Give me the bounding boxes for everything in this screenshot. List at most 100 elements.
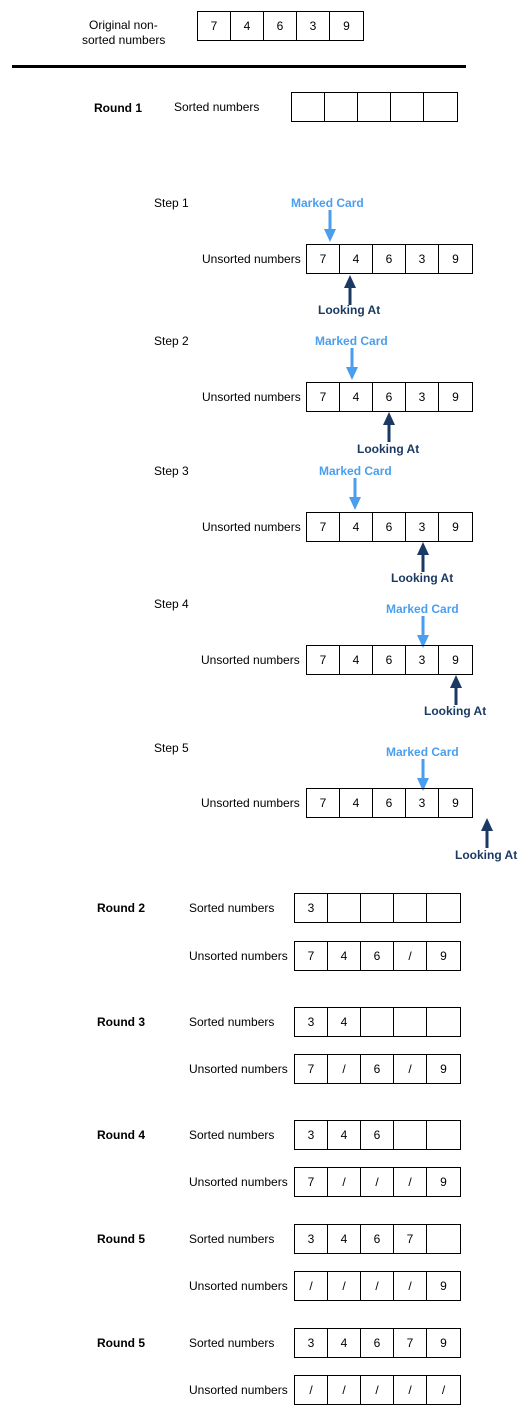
step-2-label: Step 2 <box>154 334 189 348</box>
step-2-marked-arrow-icon <box>346 348 358 380</box>
number-cell: 7 <box>307 789 340 817</box>
step-5-unsorted-row: 7 4 6 3 9 <box>306 788 473 818</box>
number-cell: 7 <box>295 1055 328 1083</box>
number-cell: 6 <box>264 12 297 40</box>
number-cell: / <box>394 1168 427 1196</box>
step-4-unsorted-label: Unsorted numbers <box>201 653 300 667</box>
round-5-final-label: Round 5 <box>97 1336 145 1350</box>
round-5-unsorted-label: Unsorted numbers <box>189 1279 288 1293</box>
number-cell: / <box>394 942 427 970</box>
number-cell: 9 <box>452 796 459 810</box>
number-cell: 7 <box>198 12 231 40</box>
number-cell: 3 <box>295 1121 328 1149</box>
number-cell: 3 <box>406 383 439 411</box>
step-4-marked-arrow-icon <box>417 616 429 648</box>
step-1-looking-at-label: Looking At <box>318 303 381 317</box>
number-cell <box>427 1008 460 1036</box>
number-cell: 9 <box>452 520 459 534</box>
number-cell: 6 <box>361 1121 394 1149</box>
step-4-unsorted-row: 7 4 6 3 9 <box>306 645 473 675</box>
number-cell: / <box>328 1055 361 1083</box>
round-1-sorted-label: Sorted numbers <box>174 100 260 114</box>
step-1-label: Step 1 <box>154 196 189 210</box>
round-3-sorted-label: Sorted numbers <box>189 1015 275 1029</box>
step-5-label: Step 5 <box>154 741 189 755</box>
number-cell: 9 <box>440 1279 447 1293</box>
step-3-marked-arrow-icon <box>349 478 361 510</box>
number-cell: 3 <box>406 646 439 674</box>
number-cell <box>424 93 457 121</box>
step-3-unsorted-row: 7 4 6 3 9 <box>306 512 473 542</box>
original-label-line1: Original non- <box>89 18 158 32</box>
number-cell <box>361 1008 394 1036</box>
step-3-looking-arrow-icon <box>417 542 429 572</box>
round-5-sorted-label: Sorted numbers <box>189 1232 275 1246</box>
number-cell: 6 <box>361 942 394 970</box>
step-2-marked-card-label: Marked Card <box>315 334 388 348</box>
round-3-sorted-row: 3 4 <box>294 1007 461 1037</box>
step-3-label: Step 3 <box>154 464 189 478</box>
number-cell <box>328 894 361 922</box>
step-2-unsorted-label: Unsorted numbers <box>202 390 301 404</box>
round-5-label: Round 5 <box>97 1232 145 1246</box>
step-5-looking-at-label: Looking At <box>455 848 518 862</box>
number-cell: 9 <box>440 949 447 963</box>
step-5-looking-arrow-icon <box>481 818 493 848</box>
number-cell: 4 <box>340 789 373 817</box>
round-4-unsorted-label: Unsorted numbers <box>189 1175 288 1189</box>
round-4-unsorted-row: 7 / / / 9 <box>294 1167 461 1197</box>
number-cell: 4 <box>328 1225 361 1253</box>
number-cell: 4 <box>340 513 373 541</box>
step-1-marked-arrow-icon <box>324 210 336 242</box>
number-cell: 3 <box>295 1329 328 1357</box>
round-4-label: Round 4 <box>97 1128 145 1142</box>
round-2-unsorted-label: Unsorted numbers <box>189 949 288 963</box>
number-cell: 4 <box>340 245 373 273</box>
number-cell: 3 <box>406 245 439 273</box>
round-5-unsorted-row: / / / / 9 <box>294 1271 461 1301</box>
number-cell: 3 <box>295 1008 328 1036</box>
number-cell: / <box>394 1055 427 1083</box>
step-3-unsorted-label: Unsorted numbers <box>202 520 301 534</box>
number-cell: 3 <box>295 894 328 922</box>
number-cell: 6 <box>361 1329 394 1357</box>
step-2-looking-arrow-icon <box>383 412 395 442</box>
round-5-final-sorted-row: 3 4 6 7 9 <box>294 1328 461 1358</box>
number-cell: 7 <box>307 383 340 411</box>
step-5-unsorted-label: Unsorted numbers <box>201 796 300 810</box>
number-cell: 9 <box>452 390 459 404</box>
number-cell: 7 <box>394 1225 427 1253</box>
number-cell: 7 <box>295 942 328 970</box>
step-5-marked-card-label: Marked Card <box>386 745 459 759</box>
number-cell: / <box>441 1383 446 1397</box>
step-4-looking-arrow-icon <box>450 675 462 705</box>
number-cell: 4 <box>328 1329 361 1357</box>
number-cell: 6 <box>373 383 406 411</box>
round-5-sorted-row: 3 4 6 7 <box>294 1224 461 1254</box>
original-label-line2: sorted numbers <box>82 33 166 47</box>
number-cell: 6 <box>361 1225 394 1253</box>
number-cell <box>427 1121 460 1149</box>
number-cell: 6 <box>373 789 406 817</box>
number-cell: / <box>328 1168 361 1196</box>
number-cell: / <box>295 1376 328 1404</box>
number-cell: 9 <box>440 1175 447 1189</box>
number-cell <box>361 894 394 922</box>
step-4-looking-at-label: Looking At <box>424 704 487 718</box>
step-1-unsorted-label: Unsorted numbers <box>202 252 301 266</box>
number-cell: 4 <box>328 942 361 970</box>
number-cell: 9 <box>440 1336 447 1350</box>
number-cell: / <box>295 1272 328 1300</box>
number-cell <box>391 93 424 121</box>
step-1-unsorted-row: 7 4 6 3 9 <box>306 244 473 274</box>
number-cell: / <box>361 1168 394 1196</box>
round-1-sorted-row <box>291 92 458 122</box>
number-cell: 4 <box>328 1121 361 1149</box>
number-cell: 3 <box>297 12 330 40</box>
round-2-sorted-row: 3 <box>294 893 461 923</box>
number-cell: 4 <box>340 383 373 411</box>
number-cell: 9 <box>452 653 459 667</box>
round-2-unsorted-row: 7 4 6 / 9 <box>294 941 461 971</box>
number-cell: 6 <box>361 1055 394 1083</box>
number-cell: 6 <box>373 646 406 674</box>
